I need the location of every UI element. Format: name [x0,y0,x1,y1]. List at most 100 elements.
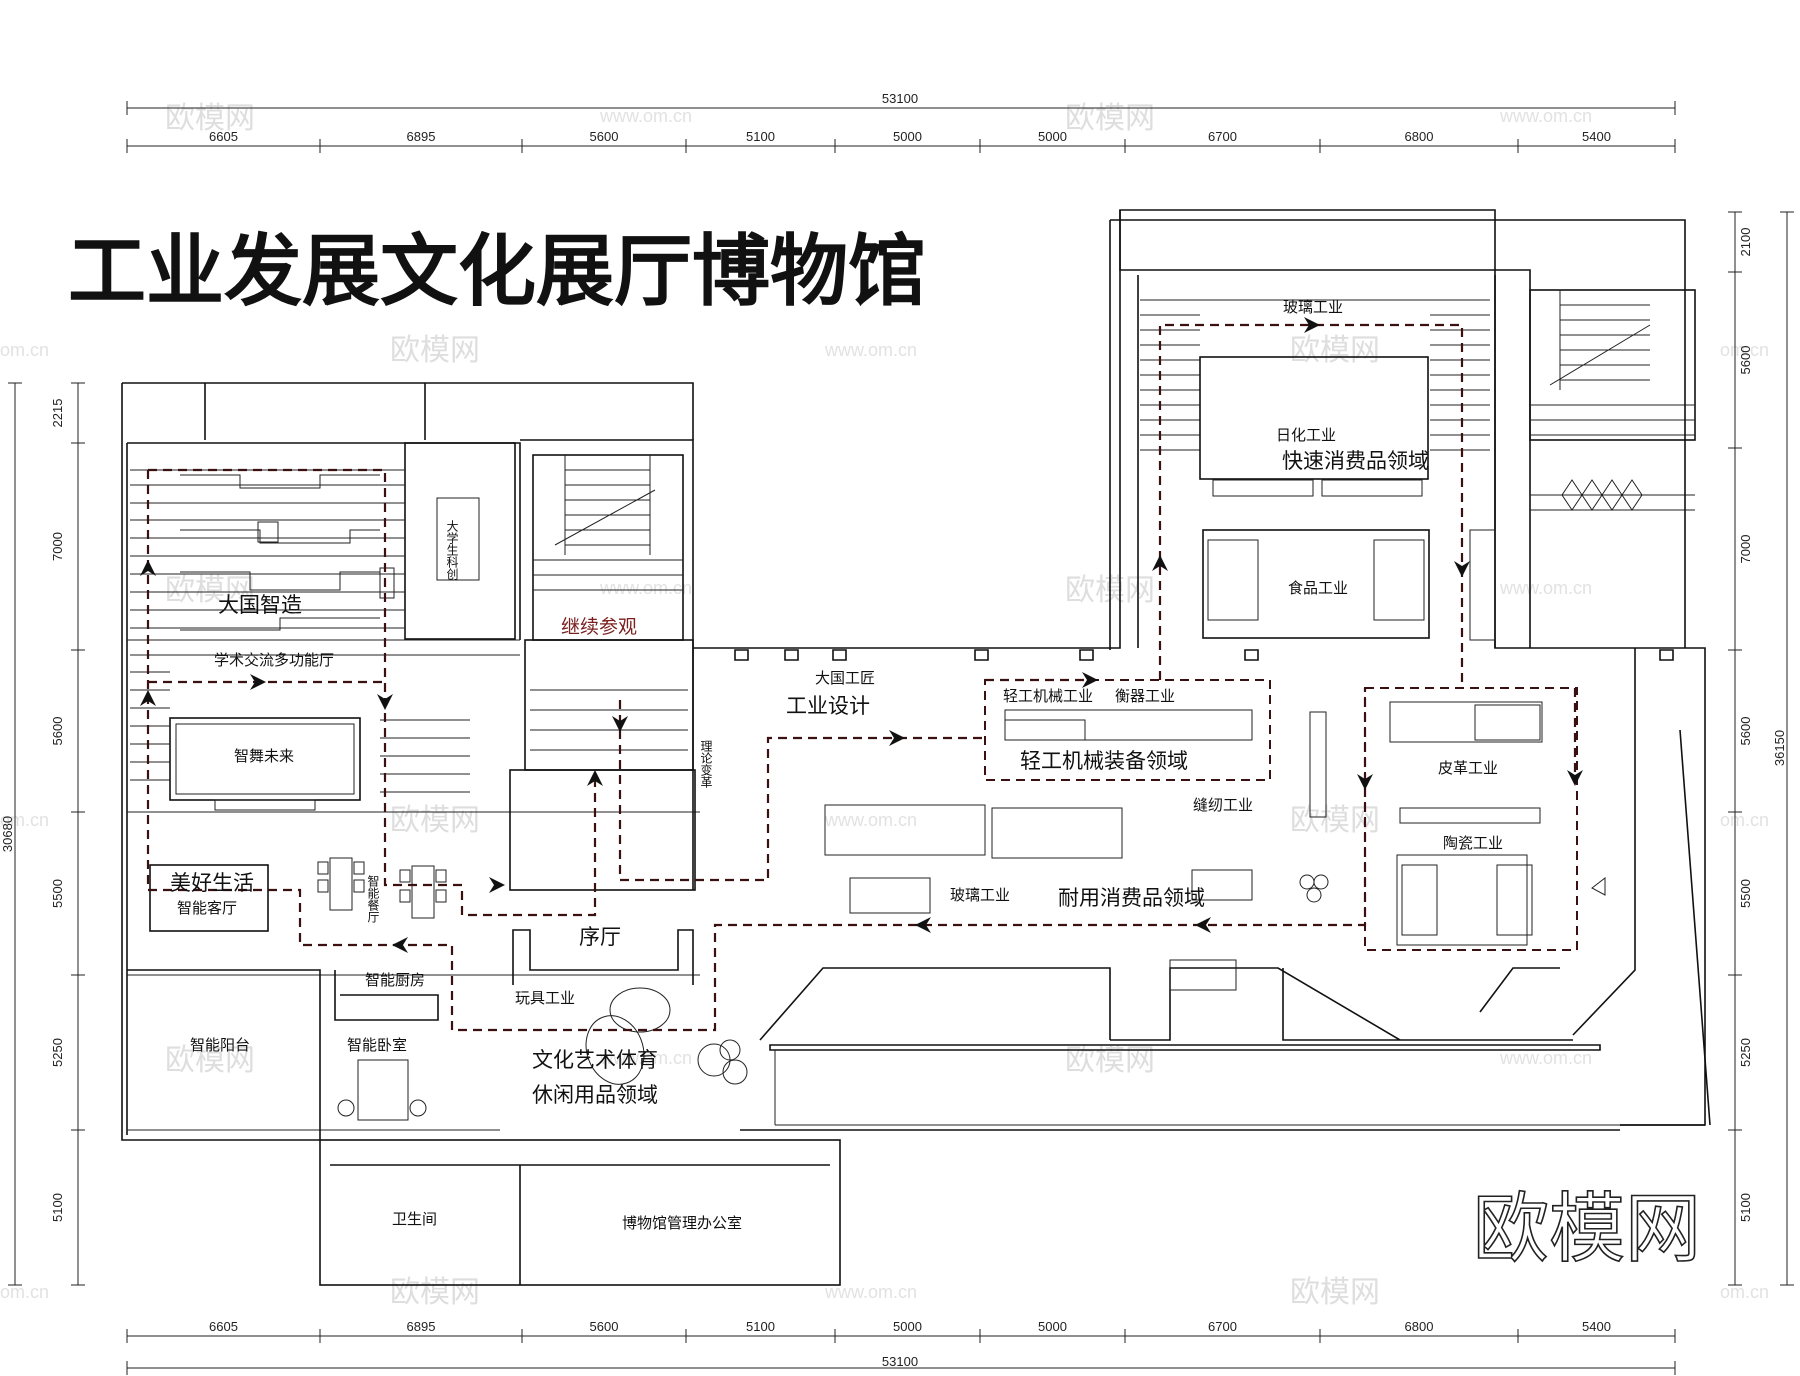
watermark-url: om.cn [1720,810,1769,830]
room-label-academic-hall: 学术交流多功能厅 [214,651,334,669]
top-dimension-label: 6800 [1405,129,1434,144]
right-dimension-label: 5250 [1738,1038,1753,1067]
arrow-down-icon [1567,770,1583,786]
watermark-url: om.cn [0,810,49,830]
watermark-url: www.om.cn [1499,1048,1592,1068]
room-label-culture-sports: 文化艺术体育 [532,1048,658,1072]
room-label-master-craftsman: 大国工匠 [815,669,875,687]
room-label-office: 博物馆管理办公室 [622,1214,742,1232]
room-label-weighing-industry: 衡器工业 [1115,687,1175,705]
arrow-right-icon [889,730,905,746]
room-label-restroom: 卫生间 [392,1210,437,1228]
room-label-zhiwu-weilai: 智舞未来 [234,747,294,765]
watermark-text: 欧模网 [1290,1275,1380,1310]
bottom-dimension-label: 6605 [209,1319,238,1334]
arrow-down-icon [1357,774,1373,790]
watermark-url: om.cn [1720,340,1769,360]
room-label-industrial-design: 工业设计 [786,694,870,718]
watermark-url: www.om.cn [1499,578,1592,598]
top-dimension-label: 5100 [746,129,775,144]
left-dimension-label: 5100 [50,1193,65,1222]
room-label-prelude-hall: 序厅 [579,925,621,949]
watermark-url: www.om.cn [599,106,692,126]
arrow-right-icon [489,877,505,893]
room-label-light-equipment-field: 轻工机械装备领域 [1020,749,1188,773]
arrow-right-icon [1304,317,1320,333]
watermark-url: om.cn [0,340,49,360]
brand-logo: 欧模网 [1473,1184,1701,1273]
bottom-dimension-label: 5000 [893,1319,922,1334]
top-dimension-label: 5000 [1038,129,1067,144]
page-title: 工业发展文化展厅博物馆 [68,227,926,317]
label-continue-visit: 继续参观 [561,616,637,638]
room-label-smart-bedroom: 智能卧室 [347,1036,407,1054]
arrow-left-icon [392,937,408,953]
arrow-right-icon [250,674,266,690]
left-dimension-label: 7000 [50,532,65,561]
left-dimension-label: 5600 [50,717,65,746]
right-dimension-label: 2100 [1738,228,1753,257]
bottom-dimension-label: 5100 [746,1319,775,1334]
room-label-leisure-goods: 休闲用品领域 [532,1083,658,1107]
room-label-daguo-zhizao: 大国智造 [218,593,302,617]
watermark-text: 欧模网 [1290,333,1380,368]
bottom-dimension-label: 5600 [590,1319,619,1334]
left-dimension-label: 2215 [50,399,65,428]
watermark-url: www.om.cn [599,578,692,598]
watermark-text: 欧模网 [390,1275,480,1310]
bottom-dimension-label: 5400 [1582,1319,1611,1334]
watermark-text: 欧模网 [165,573,255,608]
watermark-text: 欧模网 [1065,101,1155,136]
overall-width-label: 53100 [882,1354,918,1369]
watermark-url: www.om.cn [824,1282,917,1302]
watermark-url: www.om.cn [824,340,917,360]
watermark-url: om.cn [1720,1282,1769,1302]
right-dimension-label: 5500 [1738,879,1753,908]
room-label-glass-industry-lower: 玻璃工业 [950,886,1010,904]
arrow-left-icon [915,917,931,933]
room-labels: 大国智造 学术交流多功能厅 大学生科创 智舞未来 继续参观 理论变革 美好生活 … [170,298,1503,1232]
room-label-leather-industry: 皮革工业 [1438,759,1498,777]
watermark-url: www.om.cn [599,1048,692,1068]
bottom-dimension-label: 6800 [1405,1319,1434,1334]
top-dimension-label: 5000 [893,129,922,144]
room-label-theory: 理论变革 [699,740,713,788]
room-label-glass-industry-upper: 玻璃工业 [1283,298,1343,316]
room-label-meihao-shenghuo: 美好生活 [170,871,254,895]
left-dimension-label: 5250 [50,1038,65,1067]
room-label-student-innovation: 大学生科创 [445,520,459,580]
right-total-label: 36150 [1772,730,1787,766]
room-label-toy-industry: 玩具工业 [515,989,575,1007]
right-dimension-label: 5100 [1738,1193,1753,1222]
route-arrows [140,317,1583,953]
bottom-dimension-label: 6895 [407,1319,436,1334]
watermark-text: 欧模网 [390,803,480,838]
room-label-smart-living: 智能客厅 [177,899,237,917]
walls [121,209,1711,1286]
watermark-url: om.cn [0,1282,49,1302]
room-label-food-industry: 食品工业 [1288,579,1348,597]
room-label-sewing-industry: 缝纫工业 [1193,796,1253,814]
bottom-dimension-label: 5000 [1038,1319,1067,1334]
top-dimension-label: 6895 [407,129,436,144]
watermark-url: www.om.cn [1499,106,1592,126]
top-dimension-label: 5400 [1582,129,1611,144]
room-label-smart-balcony: 智能阳台 [190,1036,250,1054]
room-label-light-machinery: 轻工机械工业 [1003,687,1093,705]
room-label-durable-goods: 耐用消费品领域 [1058,886,1205,910]
arrow-left-icon [1195,917,1211,933]
left-total-label: 30680 [0,816,15,852]
watermark-text: 欧模网 [1065,1043,1155,1078]
room-label-daily-chemical: 日化工业 [1276,426,1336,444]
bottom-dimension-label: 6700 [1208,1319,1237,1334]
room-label-ceramic-industry: 陶瓷工业 [1443,834,1503,852]
arrow-down-icon [1454,561,1470,577]
arrow-up-icon [140,690,156,706]
visitor-route [146,323,1577,1032]
room-label-fast-consumer: 快速消费品领域 [1282,449,1429,473]
arrow-down-icon [612,716,628,732]
top-dimension-label: 5600 [590,129,619,144]
arrow-up-icon [1152,555,1168,571]
